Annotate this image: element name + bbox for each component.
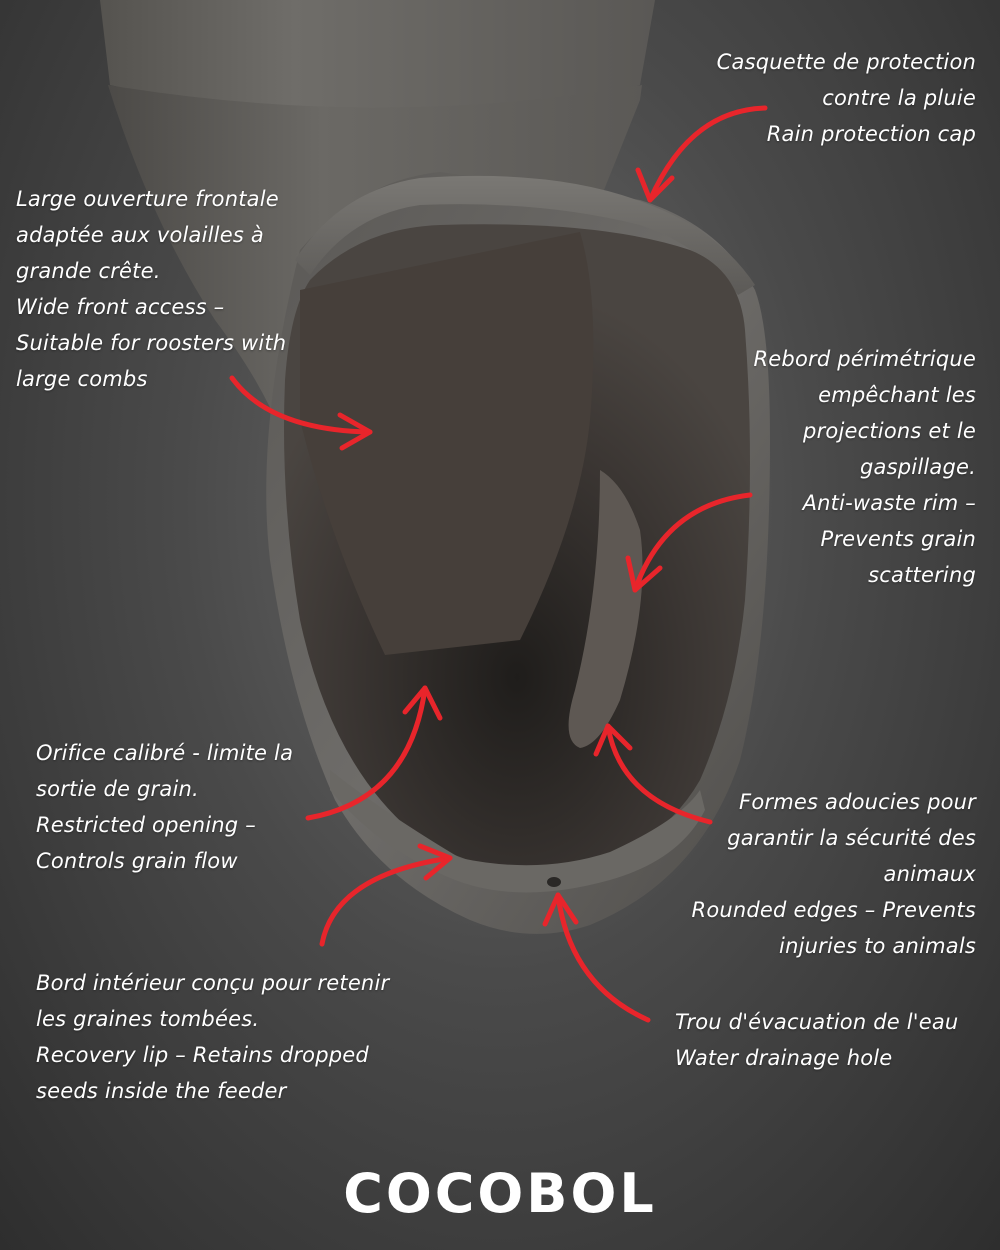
arrow-front-head — [337, 412, 373, 451]
annotation-line: Prevents grain — [820, 527, 976, 551]
annotation-line: Recovery lip – Retains dropped — [36, 1043, 369, 1067]
annotation-line: Rain protection cap — [766, 122, 976, 146]
annotation-rounded-edges: Formes adoucies pour garantir la sécurit… — [692, 784, 976, 964]
annotation-line: grande crête. — [16, 259, 161, 283]
annotation-restricted-opening: Orifice calibré - limite la sortie de gr… — [36, 735, 293, 879]
arrow-orifice — [305, 685, 428, 821]
annotation-line: Large ouverture frontale — [16, 187, 279, 211]
annotation-line: animaux — [883, 862, 976, 886]
annotation-line: Anti-waste rim – — [802, 491, 976, 515]
annotation-line: gaspillage. — [860, 455, 976, 479]
annotation-line: Wide front access – — [16, 295, 225, 319]
annotation-line: adaptée aux volailles à — [16, 223, 264, 247]
arrow-cap — [647, 105, 768, 203]
annotation-line: Water drainage hole — [675, 1046, 893, 1070]
annotation-anti-waste-rim: Rebord périmétrique empêchant les projec… — [754, 341, 977, 593]
arrow-rim — [632, 492, 753, 593]
inner-divider — [568, 470, 643, 748]
annotation-rain-cap: Casquette de protection contre la pluie … — [717, 44, 976, 152]
drain-hole — [547, 877, 561, 887]
annotation-line: Formes adoucies pour — [739, 790, 976, 814]
annotation-line: sortie de grain. — [36, 777, 199, 801]
arrow-edges — [605, 723, 713, 825]
annotation-front-access: Large ouverture frontale adaptée aux vol… — [16, 181, 286, 397]
arrow-rim-head — [625, 555, 663, 593]
annotation-line: contre la pluie — [822, 86, 976, 110]
annotation-line: les graines tombées. — [36, 1007, 260, 1031]
annotation-line: projections et le — [803, 419, 976, 443]
annotation-drainage-hole: Trou d'évacuation de l'eau Water drainag… — [675, 1004, 958, 1076]
annotation-line: Casquette de protection — [716, 50, 976, 74]
arrow-cap-head — [635, 167, 675, 203]
arrow-drain — [555, 892, 651, 1023]
arrow-lip — [319, 855, 453, 947]
annotation-line: large combs — [16, 367, 148, 391]
annotation-line: garantir la sécurité des — [727, 826, 976, 850]
rain-cap — [295, 175, 755, 295]
annotation-recovery-lip: Bord intérieur conçu pour retenir les gr… — [36, 965, 389, 1109]
feeder-tube — [100, 0, 655, 116]
annotation-line: Rounded edges – Prevents — [691, 898, 976, 922]
annotation-line: scattering — [868, 563, 976, 587]
annotation-line: empêchant les — [818, 383, 976, 407]
arrow-drain-head — [542, 892, 579, 927]
arrow-edges-head — [593, 723, 633, 757]
annotation-line: Suitable for roosters with — [16, 331, 287, 355]
annotation-line: injuries to animals — [779, 934, 976, 958]
annotation-line: Bord intérieur conçu pour retenir — [36, 971, 390, 995]
annotation-line: Restricted opening – — [36, 813, 256, 837]
annotation-line: Orifice calibré - limite la — [36, 741, 294, 765]
brand-logo: COCOBOL — [343, 1162, 657, 1225]
annotation-line: Controls grain flow — [36, 849, 238, 873]
annotation-line: Trou d'évacuation de l'eau — [675, 1010, 959, 1034]
arrow-lip-head — [417, 843, 453, 881]
arrow-front — [229, 375, 373, 435]
annotation-line: Rebord périmétrique — [753, 347, 976, 371]
annotation-line: seeds inside the feeder — [36, 1079, 287, 1103]
inner-back-wall — [300, 232, 594, 655]
arrow-orifice-head — [402, 685, 443, 721]
